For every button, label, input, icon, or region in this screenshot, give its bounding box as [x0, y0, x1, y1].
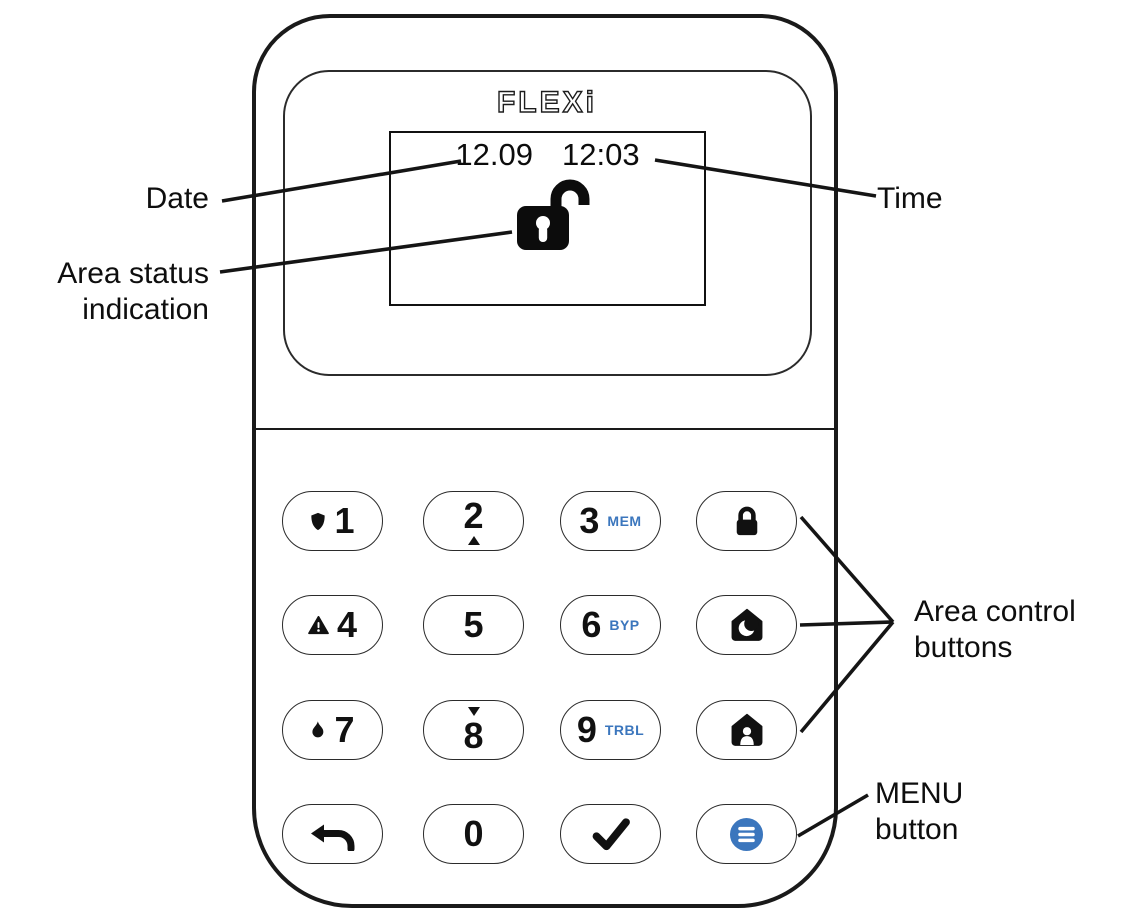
- arm-stay-button[interactable]: [696, 700, 797, 760]
- key-digit: 6: [581, 604, 602, 645]
- scroll-up-triangle-icon: [467, 535, 480, 545]
- menu-button-label: MENU button: [875, 776, 963, 848]
- key-2[interactable]: 2: [423, 491, 524, 551]
- unlocked-padlock-icon: [517, 179, 590, 250]
- check-icon: [592, 818, 630, 851]
- area-control-label: Area control buttons: [914, 594, 1076, 666]
- key-digit: 1: [334, 500, 355, 541]
- menu-icon: [729, 817, 764, 851]
- key-6[interactable]: 6 BYP: [560, 595, 661, 655]
- key-digit: 4: [336, 604, 358, 645]
- back-arrow-icon: [310, 824, 354, 851]
- key-digit: 0: [463, 813, 484, 854]
- key-9[interactable]: 9 TRBL: [560, 700, 661, 760]
- key-digit: 3: [579, 500, 600, 541]
- brand-logo: FLEXi: [496, 85, 597, 119]
- menu-button-label-line2: button: [875, 813, 959, 846]
- mem-label: MEM: [607, 513, 642, 529]
- menu-button-label-line1: MENU: [875, 777, 964, 810]
- area-status-label-line2: indication: [82, 293, 209, 326]
- keypad-device: FLEXi 12.09 12:03 1 2: [252, 14, 838, 908]
- key-3[interactable]: 3 MEM: [560, 491, 661, 551]
- key-4[interactable]: 4: [282, 595, 383, 655]
- house-moon-icon: [731, 608, 762, 641]
- key-1[interactable]: 1: [282, 491, 383, 551]
- arm-night-button[interactable]: [696, 595, 797, 655]
- key-digit: 8: [463, 714, 484, 756]
- display-datetime: 12.09 12:03: [391, 138, 704, 172]
- back-button[interactable]: [282, 804, 383, 864]
- arm-away-button[interactable]: [696, 491, 797, 551]
- key-digit: 9: [576, 709, 597, 750]
- area-status-label: Area status indication: [18, 256, 209, 328]
- key-5[interactable]: 5: [423, 595, 524, 655]
- warning-icon: [308, 615, 329, 634]
- key-8[interactable]: 8: [423, 700, 524, 760]
- key-digit: 2: [463, 494, 484, 536]
- key-7[interactable]: 7: [282, 700, 383, 760]
- brand-logo-text: FLEXi: [497, 86, 597, 119]
- house-person-icon: [731, 713, 762, 746]
- byp-label: BYP: [609, 617, 640, 633]
- fire-icon: [312, 721, 324, 738]
- key-0[interactable]: 0: [423, 804, 524, 864]
- panel-separator: [256, 428, 834, 430]
- lcd-display: 12.09 12:03: [389, 131, 706, 306]
- key-digit: 5: [463, 604, 484, 645]
- key-digit: 7: [334, 709, 355, 750]
- confirm-button[interactable]: [560, 804, 661, 864]
- menu-button[interactable]: [696, 804, 797, 864]
- area-control-label-line2: buttons: [914, 631, 1013, 664]
- shield-icon: [311, 512, 326, 530]
- lock-icon: [736, 506, 757, 536]
- area-control-label-line1: Area control: [914, 595, 1076, 628]
- trbl-label: TRBL: [604, 722, 645, 738]
- area-status-label-line1: Area status: [57, 257, 209, 290]
- date-label: Date: [145, 182, 209, 215]
- display-date: 12.09: [455, 137, 533, 172]
- display-time: 12:03: [562, 137, 640, 172]
- scroll-down-triangle-icon: [467, 706, 480, 716]
- time-label: Time: [877, 182, 943, 215]
